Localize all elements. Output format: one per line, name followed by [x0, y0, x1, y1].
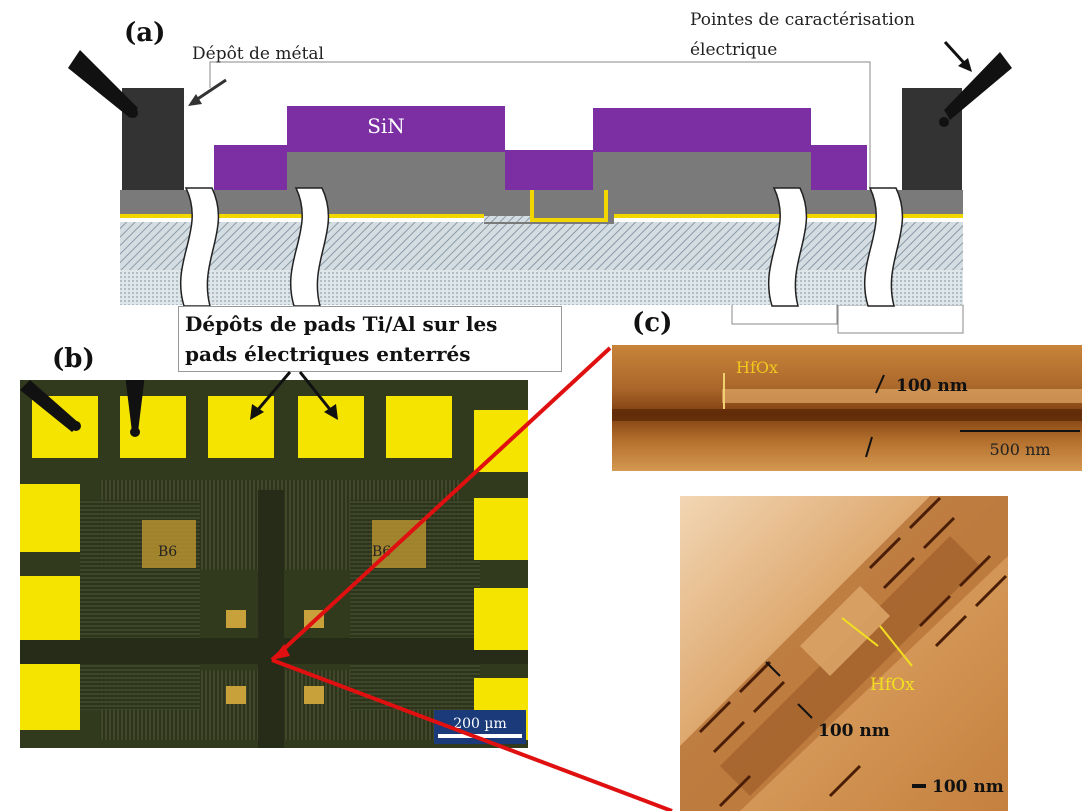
- bottom-hfox-region: [800, 586, 890, 676]
- optical-micrograph: B6 B6 200 µm: [20, 380, 528, 748]
- bottom-center-strip: [720, 536, 980, 796]
- bottom-width-label: 100 nm: [818, 721, 890, 741]
- substrate-dotted: [120, 270, 963, 305]
- top-hfox-label: HfOx: [736, 358, 778, 377]
- pad-left-2: [20, 576, 80, 640]
- bottom-scale-label: 100 nm: [932, 777, 1004, 797]
- pad-top-4: [298, 396, 364, 458]
- connector-outline: [209, 61, 871, 190]
- sin-step-left: [214, 145, 288, 190]
- cross-section-diagram: SiN: [68, 40, 1012, 334]
- pad-top-5: [386, 396, 452, 458]
- bottom-hfox-label: HfOx: [870, 675, 915, 695]
- center-channel-v: [258, 490, 284, 748]
- probe-b-right-ball: [130, 427, 140, 437]
- pad-top-3: [208, 396, 274, 458]
- buried-pad-left: [142, 520, 196, 568]
- small-pad-3: [226, 686, 246, 704]
- die-label-left: B6: [158, 544, 177, 560]
- zoom-line-bottom: [271, 658, 673, 811]
- pad-top-6: [474, 410, 528, 472]
- pads-label-line1: Dépôts de pads Ti/Al sur les: [185, 309, 555, 339]
- probe-b-right: [125, 380, 145, 432]
- probe-arrowhead: [958, 58, 972, 72]
- pad-right-1: [474, 498, 528, 560]
- probes-label-line1: Pointes de caractérisation: [690, 10, 915, 30]
- bottom-scale-line: [912, 784, 926, 788]
- top-width-label: 100 nm: [896, 376, 968, 396]
- pads-label-line2: pads électriques enterrés: [185, 339, 555, 369]
- sin-step-right: [810, 145, 867, 190]
- small-pad-4: [304, 686, 324, 704]
- core-left: [287, 152, 505, 190]
- panel-b-label: (b): [52, 344, 95, 374]
- probe-tip-left: [68, 50, 138, 118]
- small-pad-1: [226, 610, 246, 628]
- top-scale-label: 500 nm: [989, 440, 1050, 459]
- probes-label-line2: électrique: [690, 40, 778, 60]
- scale-bar-label: 200 µm: [453, 716, 507, 732]
- dash-marks: [698, 496, 1008, 808]
- panel-a-label: (a): [124, 18, 166, 48]
- afm-top-image: HfOx 100 nm 500 nm: [612, 345, 1082, 471]
- via-4: [863, 187, 904, 307]
- sin-mid: [505, 150, 593, 190]
- sin-label: SiN: [367, 114, 405, 138]
- metal-deposit-label: Dépôt de métal: [192, 44, 324, 64]
- probe-b-left-ball: [71, 421, 81, 431]
- top-nanowire-band: [722, 389, 1082, 403]
- pads-label-box: Dépôts de pads Ti/Al sur les pads électr…: [178, 306, 562, 372]
- top-dark-trench: [612, 409, 1082, 421]
- panel-c-label: (c): [632, 308, 673, 338]
- pad-left-1: [20, 484, 80, 552]
- trench-hatched: [484, 216, 530, 222]
- via-3: [767, 187, 808, 307]
- core-right: [593, 152, 811, 190]
- scale-bar-line: [438, 734, 522, 738]
- afm-bottom-image: HfOx 100 nm 100 nm: [680, 496, 1008, 811]
- metal-arrowhead: [188, 94, 202, 106]
- probe-arrow: [943, 40, 967, 66]
- metal-arrow: [195, 78, 227, 102]
- trench-inner: [534, 190, 604, 218]
- pad-right-2: [474, 588, 528, 650]
- substrate-hatched: [120, 222, 963, 270]
- probe-ball-left: [128, 108, 138, 118]
- zoom-line-top: [270, 346, 612, 662]
- probe-b-left: [20, 380, 80, 432]
- probe-ball-right: [939, 117, 949, 127]
- pad-left-3: [20, 664, 80, 730]
- probe-tip-right: [944, 52, 1012, 120]
